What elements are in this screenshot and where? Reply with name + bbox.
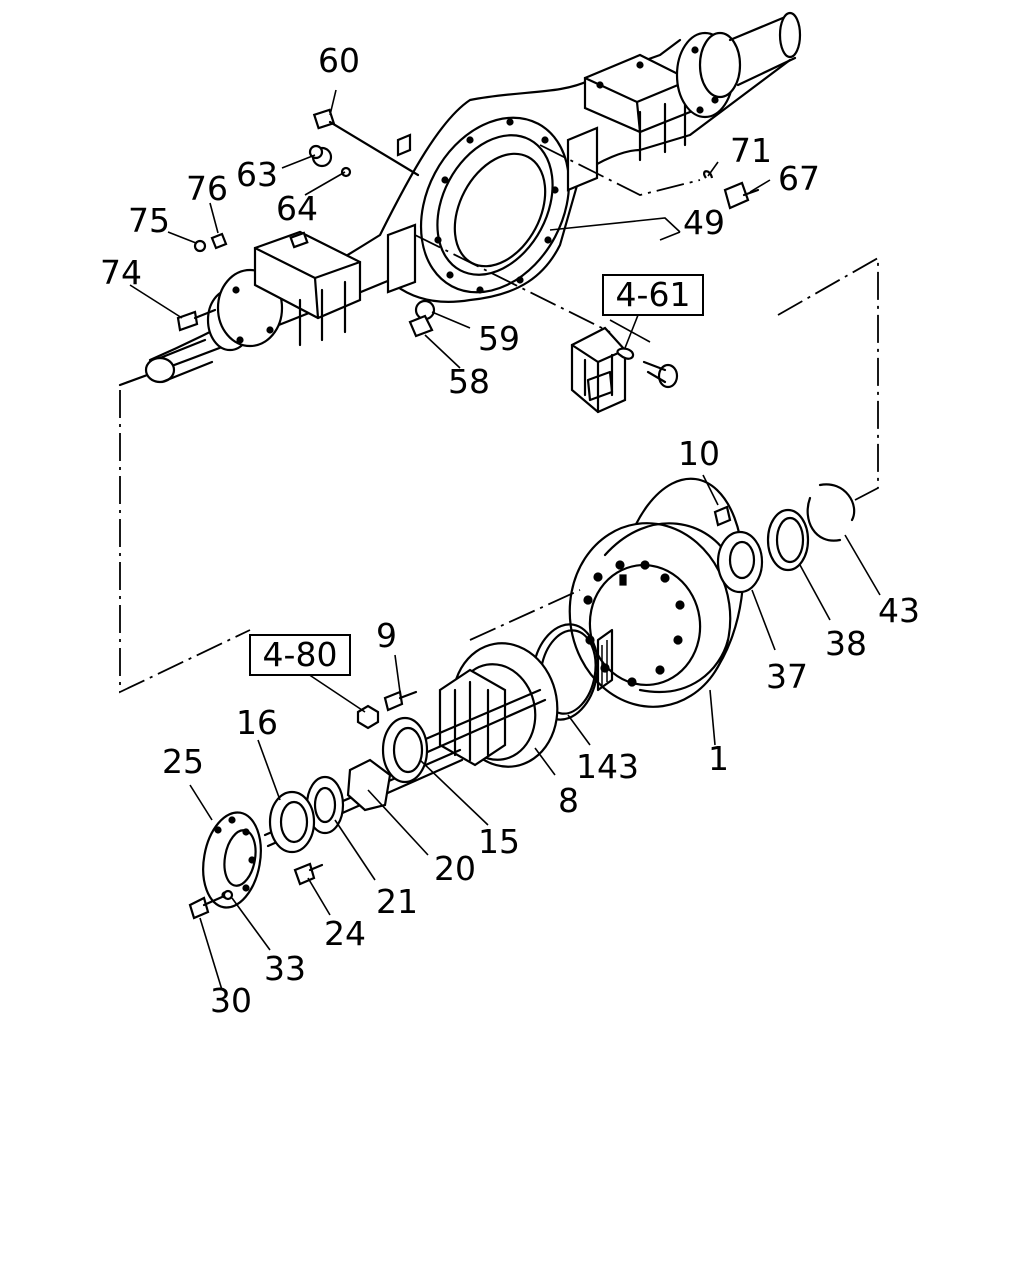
callout-label: 9 xyxy=(376,616,397,655)
phantom-alignment-lines xyxy=(119,144,879,694)
callout-label: 10 xyxy=(678,434,720,473)
callout-label: 59 xyxy=(478,319,520,358)
callout-label: 60 xyxy=(318,41,360,80)
callout-label: 76 xyxy=(186,169,228,208)
callout-label: 67 xyxy=(778,159,820,198)
callout-labels: 60 63 64 76 75 74 71 67 49 59 58 10 43 3… xyxy=(100,41,920,1020)
callout-label: 37 xyxy=(766,657,808,696)
callout-label: 75 xyxy=(128,201,170,240)
callout-label: 49 xyxy=(683,203,725,242)
callout-label: 16 xyxy=(236,703,278,742)
callout-label: 1 xyxy=(708,739,729,778)
callout-label: 20 xyxy=(434,849,476,888)
callout-label: 71 xyxy=(730,131,772,170)
callout-label: 21 xyxy=(376,882,418,921)
callout-label: 58 xyxy=(448,362,490,401)
reference-box-4-61: 4-61 xyxy=(602,274,704,316)
callout-label: 25 xyxy=(162,742,204,781)
reference-label: 4-80 xyxy=(263,635,338,674)
callout-label: 24 xyxy=(324,914,366,953)
callout-label: 38 xyxy=(825,624,867,663)
brake-drum-drawing xyxy=(188,477,856,920)
callout-label: 74 xyxy=(100,253,142,292)
callout-label: 15 xyxy=(478,822,520,861)
callout-label: 43 xyxy=(878,591,920,630)
callout-label: 64 xyxy=(276,189,318,228)
reference-label: 4-61 xyxy=(616,275,691,314)
reference-box-4-80: 4-80 xyxy=(249,634,351,676)
callout-label: 143 xyxy=(576,747,639,786)
bracket-drawing xyxy=(570,309,679,414)
callout-label: 8 xyxy=(558,781,579,820)
callout-label: 30 xyxy=(210,981,252,1020)
axle-housing-drawing xyxy=(118,11,802,387)
callout-label: 63 xyxy=(236,155,278,194)
callout-label: 33 xyxy=(264,949,306,988)
leader-lines xyxy=(129,89,881,991)
